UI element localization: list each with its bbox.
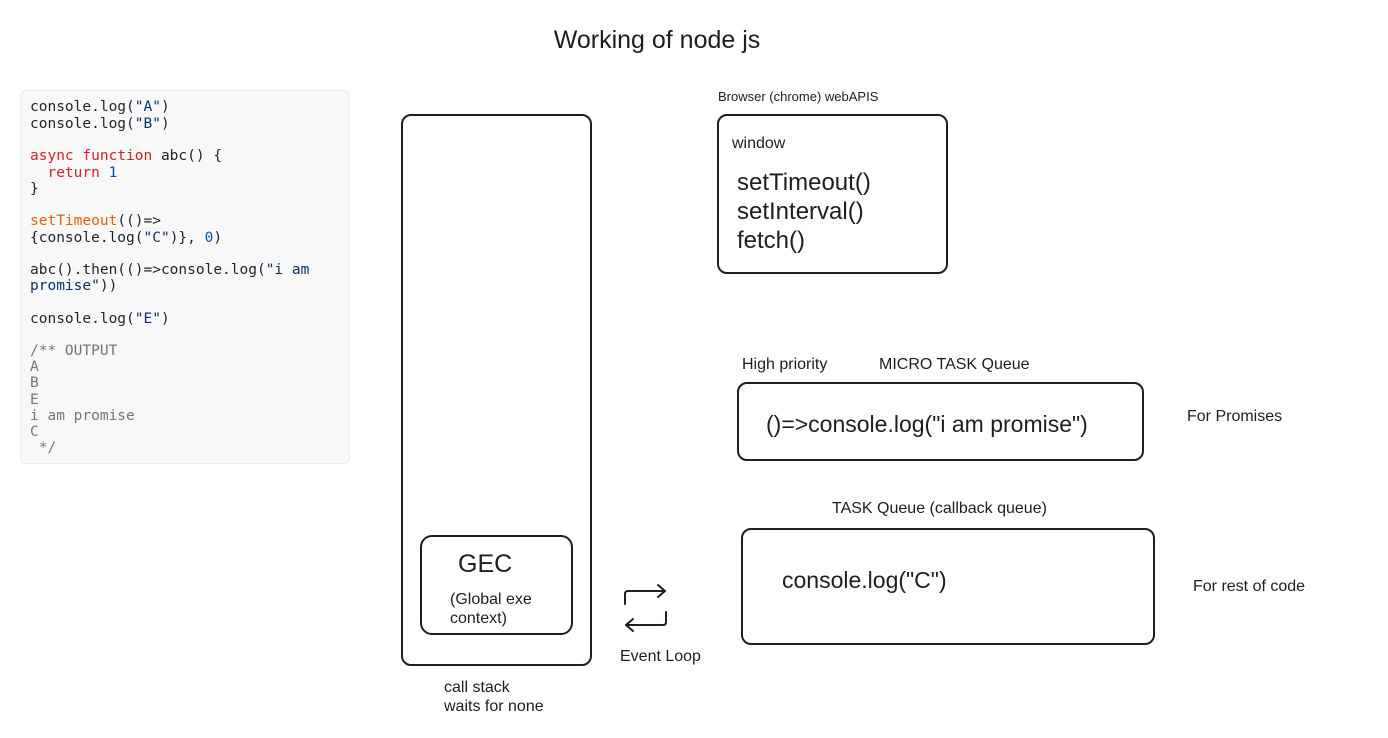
call-stack-sublabel: waits for none [444, 698, 544, 715]
code-comment: B [30, 375, 39, 391]
code-line: console.log("B") [30, 116, 170, 132]
micro-task-side-note: For Promises [1187, 408, 1283, 425]
gec-title: GEC [458, 550, 513, 578]
code-line: setTimeout(()=> [30, 213, 161, 229]
call-stack-box [401, 114, 592, 666]
code-line: promise")) [30, 278, 118, 294]
task-queue-box [741, 528, 1155, 645]
micro-task-item: ()=>console.log("i am promise") [766, 411, 1088, 437]
web-api-item: setTimeout() [737, 169, 871, 196]
code-comment: /** OUTPUT [30, 343, 118, 359]
code-comment: A [30, 359, 39, 375]
gec-subtitle-line-2: context) [450, 610, 507, 627]
gec-box [420, 535, 573, 635]
diagram-title: Working of node js [553, 26, 761, 54]
web-api-item: setInterval() [737, 198, 864, 225]
code-line: {console.log("C")}, 0) [30, 230, 223, 246]
micro-task-queue-box [737, 382, 1144, 461]
call-stack-label: call stack [444, 679, 510, 696]
micro-task-queue-title: MICRO TASK Queue [879, 356, 1030, 373]
web-api-item: fetch() [737, 227, 806, 254]
code-comment: */ [30, 440, 57, 456]
gec-subtitle-line-1: (Global exe [450, 591, 532, 608]
task-queue-side-note: For rest of code [1193, 578, 1306, 595]
code-line: abc().then(()=>console.log("i am [30, 262, 310, 278]
code-line: async function abc() { [30, 148, 223, 164]
code-panel: console.log("A") console.log("B") async … [20, 90, 350, 464]
task-queue-item: console.log("C") [782, 567, 947, 593]
web-apis-box [717, 114, 948, 274]
code-comment: E [30, 392, 39, 408]
window-label: window [732, 135, 786, 152]
code-line: return 1 [47, 165, 118, 181]
code-line: } [30, 181, 39, 197]
repeat-arrows-icon [624, 584, 667, 632]
web-apis-header: Browser (chrome) webAPIS [718, 89, 879, 104]
code-line: console.log("E") [30, 311, 170, 327]
code-line: console.log("A") [30, 99, 170, 115]
micro-task-priority-label: High priority [742, 356, 828, 373]
task-queue-title: TASK Queue (callback queue) [832, 500, 1047, 517]
code-comment: i am promise [30, 408, 135, 424]
code-comment: C [30, 424, 39, 440]
event-loop-label: Event Loop [620, 648, 701, 665]
